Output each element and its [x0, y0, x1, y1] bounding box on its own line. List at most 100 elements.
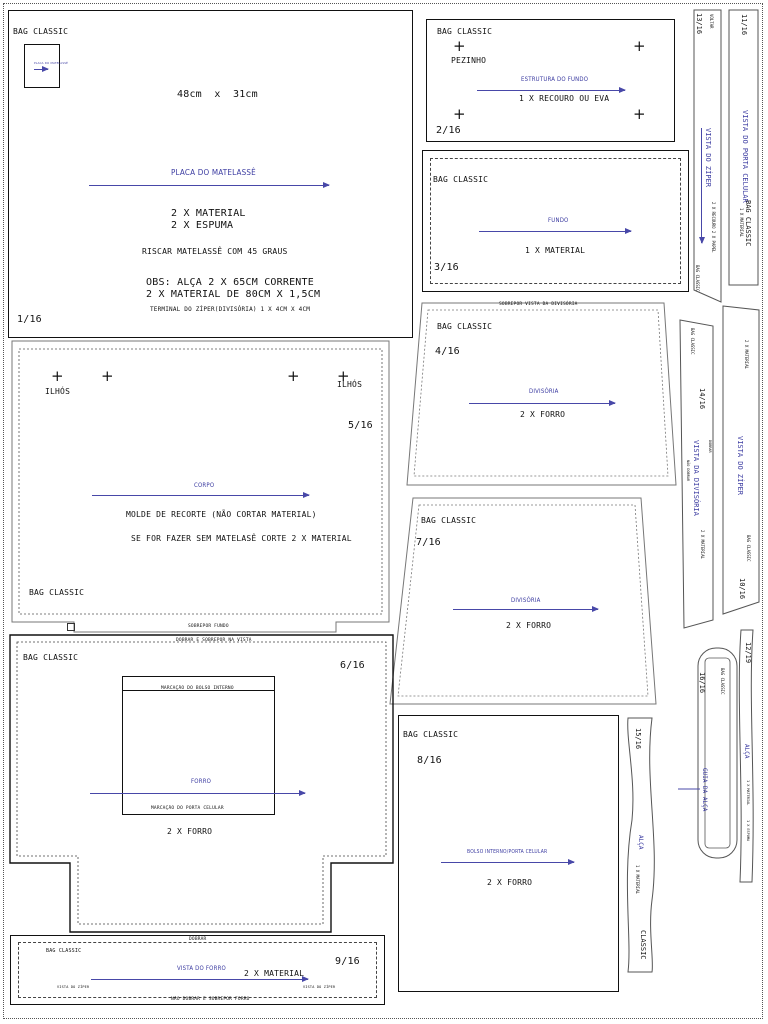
piece-9-vista-forro: DOBRAR BAG CLASSIC VISTA DO FORRO 2 X MA…	[10, 935, 385, 1005]
piece-3-fundo: BAG CLASSIC FUNDO 1 X MATERIAL 3/16	[422, 150, 689, 292]
note-2: SE FOR FAZER SEM MATELASÊ CORTE 2 X MATE…	[131, 534, 352, 543]
grain-arrow	[91, 976, 309, 982]
piece-2-estrutura-fundo: BAG CLASSIC + + PEZINHO ESTRUTURA DO FUN…	[426, 19, 675, 142]
piece-top-note: DOBRAR	[189, 937, 207, 942]
piece-label: BAG CLASSIC	[433, 175, 489, 184]
piece-number: 1/16	[17, 314, 42, 325]
piece-number: 2/16	[436, 125, 461, 136]
mark-cross: +	[453, 105, 466, 123]
qty-espuma: 2 X ESPUMA	[171, 220, 234, 231]
piece-title: VISTA DO FORRO	[177, 965, 226, 972]
piece-label: BAG CLASSIC	[437, 322, 493, 331]
strip-12-title: ALÇA	[743, 744, 750, 759]
strip-13-arrow	[701, 128, 702, 243]
grain-arrow	[453, 606, 599, 612]
dims: 48cm x 31cm	[177, 89, 258, 100]
strip-13-title: VISTA DO ZÍPER	[704, 128, 712, 188]
qty: 2 X FORRO	[167, 827, 213, 836]
strip-13-qty: 2 X RECOURO 2 X PAPEL	[711, 202, 716, 253]
mark-cross: +	[633, 37, 646, 55]
bottom-note: SOBREPOR FUNDO	[188, 624, 229, 629]
note: RISCAR MATELASSÊ COM 45 GRAUS	[142, 247, 288, 256]
qty: 1 X RECOURO OU EVA	[519, 94, 610, 103]
piece-1-placa-matelasse: BAG CLASSIC PLACA DO MATELASSÊ 48cm x 31…	[8, 10, 413, 338]
qty: 2 X MATERIAL	[244, 969, 305, 978]
piece-title: FORRO	[191, 778, 212, 785]
strip-14-dobrar: DOBRAR	[708, 440, 712, 453]
grain-arrow	[90, 790, 306, 796]
piece-number: 5/16	[348, 420, 373, 431]
piece-label: BAG CLASSIC	[421, 516, 477, 525]
note-1: MOLDE DE RECORTE (NÃO CORTAR MATERIAL)	[126, 510, 317, 519]
inset-box: PLACA DO MATELASSÊ	[24, 44, 68, 88]
piece-number: 8/16	[417, 755, 442, 766]
piece-label: BAG CLASSIC	[437, 27, 493, 36]
piece-number: 6/16	[340, 660, 365, 671]
piece-number: 3/16	[434, 262, 459, 273]
grain-arrow	[89, 182, 330, 188]
strip-12-qty-2: 1 X ESPUMA	[746, 820, 750, 842]
strip-15-qty: 1 X MATERIAL	[635, 865, 640, 894]
mark-cross: +	[633, 105, 646, 123]
piece-7-divisoria: BAG CLASSIC 7/16 DIVISÓRIA 2 X FORRO	[390, 498, 656, 704]
pocket-top-note: MARCAÇÃO DO BOLSO INTERNO	[161, 686, 234, 691]
qty: 1 X MATERIAL	[525, 246, 586, 255]
ilhos-label: ILHÓS	[337, 380, 363, 389]
strip-14-title: VISTA DA DIVISÓRIA	[692, 440, 700, 516]
piece-title: ESTRUTURA DO FUNDO	[521, 76, 589, 83]
mark-cross: +	[51, 367, 64, 385]
piece-title: DIVISÓRIA	[511, 597, 541, 604]
piece-label: BAG CLASSIC	[13, 27, 69, 36]
piece-top-note: DOBRAR E SOBREPOR NA VISTA	[176, 638, 252, 643]
strip-12-number: 12/19	[744, 642, 752, 664]
mark-cross: +	[101, 367, 114, 385]
qty-material: 2 X MATERIAL	[171, 208, 246, 219]
strip-15-number: 15/16	[634, 728, 642, 750]
piece-title: PLACA DO MATELASSÊ	[171, 168, 256, 177]
piece-label: BAG CLASSIC	[23, 653, 79, 662]
strip-11-number: 11/16	[740, 14, 748, 36]
ilhos-label: ILHÓS	[45, 387, 71, 396]
grain-arrow	[469, 400, 616, 406]
strip-10-qty: 2 X MATERIAL	[744, 340, 749, 369]
piece-title: FUNDO	[548, 217, 569, 224]
grain-arrow	[92, 492, 310, 498]
pocket-marking: MARCAÇÃO DO BOLSO INTERNO FORRO MARCAÇÃO…	[122, 676, 275, 815]
inset-label: PLACA DO MATELASSÊ	[34, 61, 69, 65]
bottom-note: NÃO DOBRAR E SOBREPOR FORRO	[171, 997, 250, 1002]
zipper-note-left: VISTA DO ZÍPER	[57, 985, 90, 989]
seam-line	[430, 158, 681, 284]
strip-16-title: GUIA DA ALÇA	[701, 768, 708, 812]
strip-14-qty: 2 X MATERIAL	[700, 530, 705, 559]
zipper-note-right: VISTA DO ZÍPER	[303, 985, 336, 989]
strip-14-nao-dobrar: NÃO DOBRAR	[686, 460, 690, 482]
piece-label: BAG CLASSIC	[46, 948, 82, 954]
grain-arrow	[477, 87, 626, 93]
piece-6-forro: DOBRAR E SOBREPOR NA VISTA BAG CLASSIC 6…	[10, 635, 394, 933]
piece-4-divisoria: SOBREPOR VISTA DA DIVISÓRIA BAG CLASSIC …	[407, 302, 677, 485]
strip-10-label: BAG CLASSIC	[746, 535, 751, 562]
piece-number: 9/16	[335, 956, 360, 967]
mark-cross: +	[453, 37, 466, 55]
grain-arrow	[479, 228, 632, 234]
strip-11-title: VISTA DO PORTA CELULAR	[741, 110, 749, 203]
piece-label: BAG CLASSIC	[29, 588, 85, 597]
obs-1: OBS: ALÇA 2 X 65CM CORRENTE	[146, 277, 314, 288]
strip-16-number: 16/16	[698, 672, 706, 694]
seam-line	[18, 942, 377, 998]
strip-15-label: CLASSIC	[639, 930, 647, 960]
terminal-note: TERMINAL DO ZÍPER(DIVISÓRIA) 1 X 4CM X 4…	[150, 306, 311, 313]
pattern-sheet	[3, 3, 763, 1019]
strip-10-number: 10/16	[738, 578, 746, 600]
piece-5-corpo: + + + + ILHÓS ILHÓS 5/16 CORPO MOLDE DE …	[12, 341, 390, 633]
piece-title: BOLSO INTERNO/PORTA CELULAR	[467, 849, 548, 855]
obs-2: 2 X MATERIAL DE 80CM X 1,5CM	[146, 289, 321, 300]
strip-14-label: BAG CLASSIC	[690, 328, 695, 355]
pocket-bottom-note: MARCAÇÃO DO PORTA CELULAR	[151, 806, 224, 811]
strip-11-qty: 1 X MATERIAL	[739, 208, 744, 237]
piece-title: DIVISÓRIA	[529, 388, 559, 395]
pocket-top-line	[123, 690, 274, 691]
strip-11-label: BAG CLASSIC	[744, 200, 752, 247]
piece-8-bolso-interno: BAG CLASSIC 8/16 BOLSO INTERNO/PORTA CEL…	[398, 715, 619, 992]
inset-arrow	[34, 66, 49, 72]
